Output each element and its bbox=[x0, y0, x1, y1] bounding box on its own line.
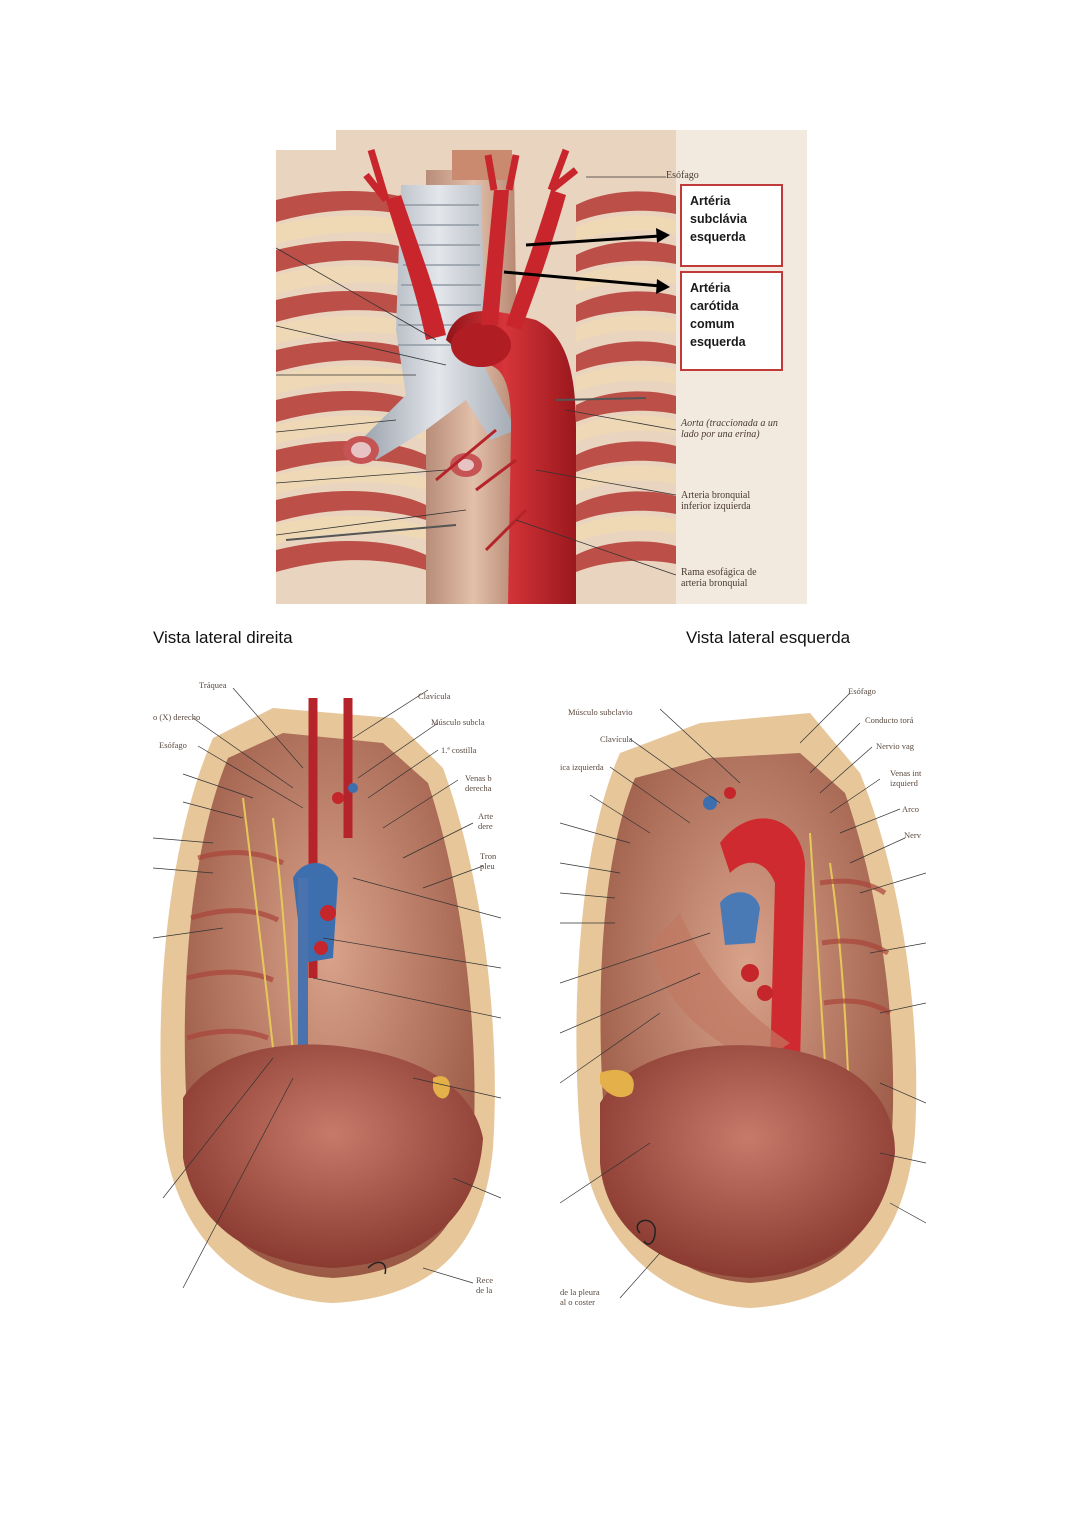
leader-lines bbox=[276, 176, 677, 576]
label-arco: Arco bbox=[902, 804, 919, 814]
callout-line: carótida bbox=[690, 299, 739, 313]
caption-left-lateral-view: Vista lateral esquerda bbox=[686, 628, 851, 647]
leader-lines bbox=[153, 687, 501, 1289]
label-receso-line1: Rece bbox=[476, 1275, 493, 1285]
label-costilla: 1.ª costilla bbox=[441, 745, 477, 755]
label-musculo: Músculo subcla bbox=[431, 717, 485, 727]
label-izquierda: ica izquierda bbox=[560, 762, 604, 772]
aorta bbox=[363, 148, 579, 604]
label-musculo: Músculo subclavio bbox=[568, 707, 633, 717]
caption-right-lateral-view: Vista lateral direita bbox=[153, 628, 293, 647]
right-lateral-thorax-illustration bbox=[153, 687, 501, 1303]
callout-line: comum bbox=[690, 317, 735, 331]
callout-left-common-carotid-artery: Artéria carótida comum esquerda bbox=[680, 271, 783, 371]
label-clavicula: Clavícula bbox=[600, 734, 633, 744]
label-art-line2: dere bbox=[478, 821, 493, 831]
leader-lines bbox=[560, 692, 926, 1299]
callout-left-subclavian-artery: Artéria subclávia esquerda bbox=[680, 184, 783, 267]
label-rama-line2: arteria bronquial bbox=[681, 578, 748, 589]
callout-line: esquerda bbox=[690, 230, 746, 244]
arrows bbox=[503, 228, 670, 294]
label-receso-line2: de la bbox=[476, 1285, 493, 1295]
label-venas-line2: derecha bbox=[465, 783, 492, 793]
label-nervio: Nervio vag bbox=[876, 741, 915, 751]
label-venas-line1: Venas int bbox=[890, 768, 922, 778]
label-traquea: Tráquea bbox=[199, 680, 227, 690]
left-lateral-view-figure: Músculo subclavio Clavícula ica izquierd… bbox=[560, 683, 926, 1318]
label-conducto: Conducto torá bbox=[865, 715, 914, 725]
callout-line: Artéria bbox=[690, 194, 731, 208]
label-clavicula: Clavícula bbox=[418, 691, 451, 701]
label-esofago: Esófago bbox=[159, 740, 187, 750]
label-bronquial-line2: inferior izquierda bbox=[681, 501, 751, 512]
label-pleura-line1: de la pleura bbox=[560, 1287, 600, 1297]
label-tron-line2: pleu bbox=[480, 861, 495, 871]
label-venas-line1: Venas b bbox=[465, 773, 492, 783]
label-aorta-line1: Aorta (traccionada a un bbox=[681, 418, 778, 429]
callout-line: Artéria bbox=[690, 281, 731, 295]
label-rama-line1: Rama esofágica de bbox=[681, 567, 757, 578]
label-venas-line2: izquierd bbox=[890, 778, 918, 788]
label-art-line1: Arte bbox=[478, 811, 494, 821]
top-anatomy-figure: Artéria subclávia esquerda Artéria carót… bbox=[276, 130, 807, 604]
label-pleura-line2: al o coster bbox=[560, 1297, 595, 1307]
callout-line: subclávia bbox=[690, 212, 747, 226]
label-bronquial-line1: Arteria bronquial bbox=[681, 490, 751, 501]
right-lateral-view-figure: Tráquea o (X) derecho Esófago Clavícula … bbox=[153, 678, 501, 1318]
callout-line: esquerda bbox=[690, 335, 746, 349]
left-lateral-thorax-illustration bbox=[560, 692, 926, 1308]
label-derecho: o (X) derecho bbox=[153, 712, 201, 722]
label-aorta-line2: lado por una erina) bbox=[681, 429, 760, 440]
label-esofago: Esófago bbox=[666, 170, 699, 181]
label-tron-line1: Tron bbox=[480, 851, 497, 861]
label-esofago: Esófago bbox=[848, 686, 876, 696]
label-nerv: Nerv bbox=[904, 830, 921, 840]
